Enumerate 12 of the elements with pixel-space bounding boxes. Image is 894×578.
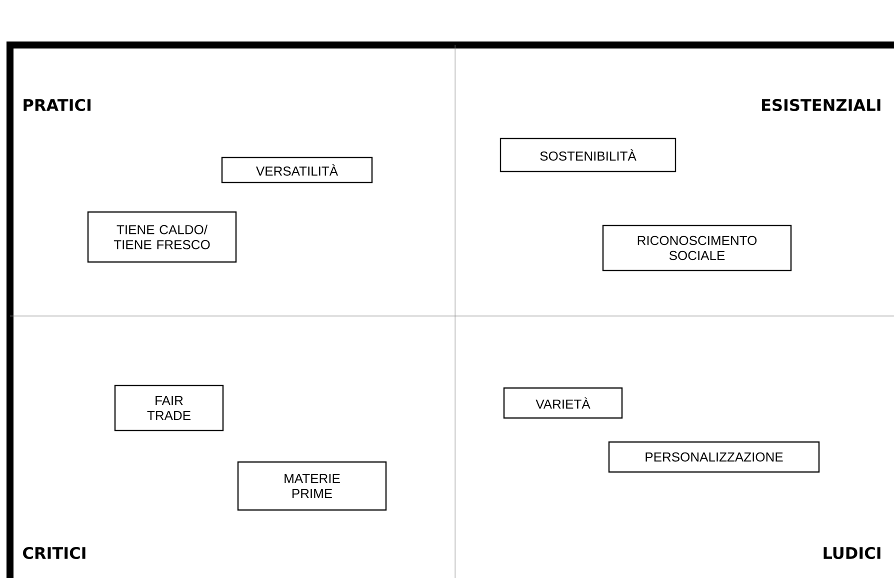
quadrant-label: CRITICI (23, 546, 86, 560)
text-box: MATERIE PRIME (237, 461, 387, 511)
text-box: FAIR TRADE (114, 384, 224, 432)
quadrant-label: PRATICI (24, 98, 90, 112)
text-box: TIENE CALDO/ TIENE FRESCO (87, 211, 237, 263)
text-box: VERSATILITÀ (221, 156, 373, 184)
text-box: SOSTENIBILITÀ (500, 138, 676, 172)
quadrant-label: ESISTENZIALI (762, 98, 880, 112)
text-box: VARIETÀ (503, 387, 623, 419)
quadrant-label: LUDICI (824, 546, 880, 560)
text-box: RICONOSCIMENTO SOCIALE (602, 224, 792, 272)
text-box: PERSONALIZZAZIONE (608, 441, 820, 473)
